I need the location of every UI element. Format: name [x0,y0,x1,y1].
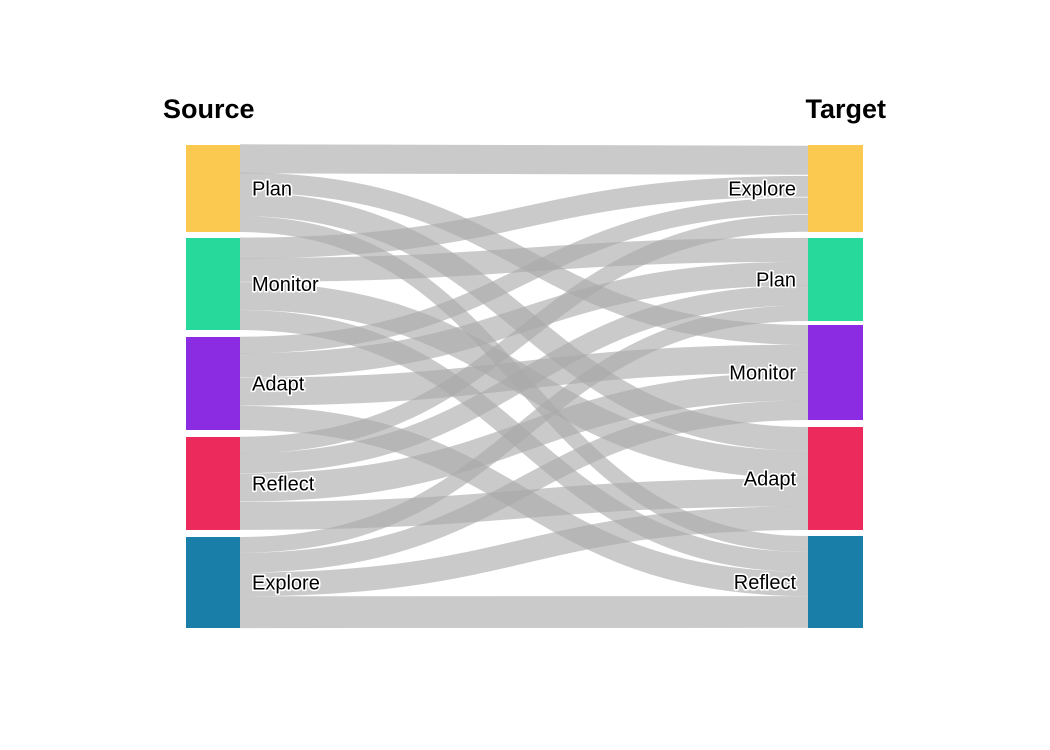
link-ribbon [239,197,809,354]
link-ribbon [239,237,809,282]
source-node-adapt[interactable] [186,337,240,430]
source-node-column [186,145,240,628]
source-node-label-plan: Plan [252,179,292,201]
link-ribbon [239,506,809,597]
target-node-label-plan: Plan [756,270,796,292]
source-node-reflect[interactable] [186,437,240,530]
target-node-column [808,145,863,628]
link-ribbon [239,305,809,553]
source-node-explore[interactable] [186,537,240,628]
target-node-label-reflect: Reflect [734,572,797,594]
link-ribbon [239,285,809,474]
source-node-plan[interactable] [186,145,240,232]
source-node-label-explore: Explore [252,573,320,595]
link-ribbon [239,214,809,454]
column-header-source: Source [163,94,255,124]
source-node-monitor[interactable] [186,238,240,330]
target-node-label-monitor: Monitor [729,363,796,385]
link-ribbon [239,175,809,259]
source-node-label-reflect: Reflect [252,474,315,496]
link-ribbon [239,144,809,175]
target-node-monitor[interactable] [808,325,863,420]
target-node-label-adapt: Adapt [744,469,797,491]
column-header-target: Target [805,94,886,124]
target-node-label-explore: Explore [728,179,796,201]
link-ribbon [239,261,809,378]
source-node-label-monitor: Monitor [252,274,319,296]
target-node-explore[interactable] [808,145,863,232]
link-ribbon [239,400,809,573]
link-ribbon [239,478,809,530]
source-node-label-adapt: Adapt [252,374,305,396]
target-node-adapt[interactable] [808,427,863,530]
target-node-reflect[interactable] [808,536,863,628]
node-labels: PlanMonitorAdaptReflectExploreExplorePla… [250,177,798,596]
link-ribbons [239,144,809,629]
target-node-plan[interactable] [808,238,863,321]
